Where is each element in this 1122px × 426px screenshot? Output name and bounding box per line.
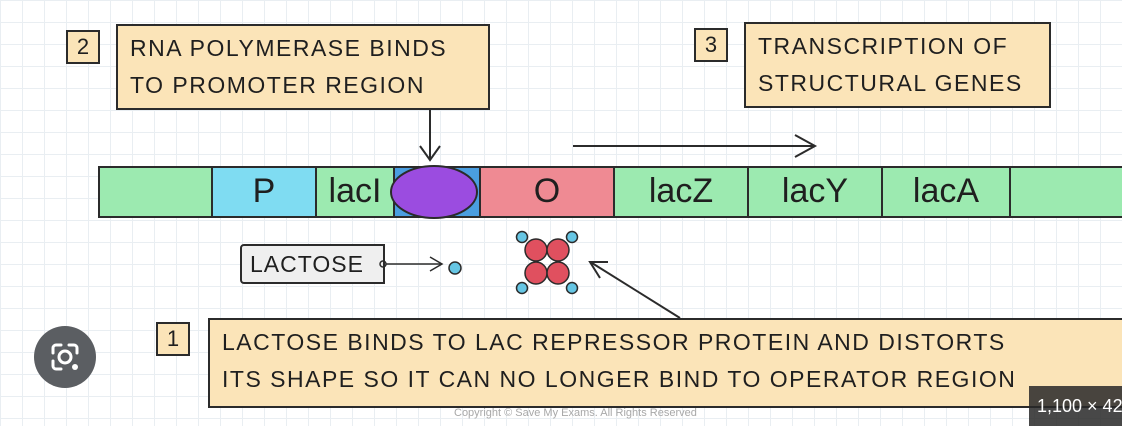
dna-segment-laci: lacI xyxy=(315,166,393,218)
copyright-notice: Copyright © Save My Exams. All Rights Re… xyxy=(454,407,697,419)
step-2-number: 2 xyxy=(66,30,100,64)
rna-polymerase-icon xyxy=(390,165,478,219)
step-1-line-2: ITS SHAPE SO IT CAN NO LONGER BIND TO OP… xyxy=(222,366,1017,392)
step-3-number: 3 xyxy=(694,28,728,62)
lactose-tag: LACTOSE xyxy=(240,244,385,284)
polymerase-pointer-arrow xyxy=(419,110,441,162)
step-1-line-1: LACTOSE BINDS TO LAC REPRESSOR PROTEIN A… xyxy=(222,329,1006,355)
repressor-protein-icon xyxy=(515,230,579,295)
step-2-line-1: RNA POLYMERASE BINDS xyxy=(130,35,448,61)
lactose-tag-arrow xyxy=(379,256,444,272)
step-2-label: RNA POLYMERASE BINDS TO PROMOTER REGION xyxy=(116,24,490,110)
dna-segment-lacz: lacZ xyxy=(613,166,747,218)
dna-segment-laca: lacA xyxy=(881,166,1009,218)
repressor-pointer-arrow xyxy=(588,261,681,319)
step-2-line-2: TO PROMOTER REGION xyxy=(130,72,425,98)
lactose-molecule-icon xyxy=(448,261,462,275)
step-1-label: LACTOSE BINDS TO LAC REPRESSOR PROTEIN A… xyxy=(208,318,1122,408)
dna-segment-upstream xyxy=(98,166,211,218)
step-3-line-1: TRANSCRIPTION OF xyxy=(758,33,1009,59)
dna-segment-operator: O xyxy=(479,166,613,218)
dna-segment-promoter: P xyxy=(211,166,315,218)
image-size-badge: 1,100 × 426 xyxy=(1029,386,1122,426)
dna-segment-downstream xyxy=(1009,166,1122,218)
transcription-arrow xyxy=(573,134,818,158)
google-lens-button[interactable] xyxy=(34,326,96,388)
step-1-number: 1 xyxy=(156,322,190,356)
google-lens-icon xyxy=(51,343,79,371)
step-3-line-2: STRUCTURAL GENES xyxy=(758,70,1023,96)
step-3-label: TRANSCRIPTION OF STRUCTURAL GENES xyxy=(744,22,1051,108)
dna-segment-lacy: lacY xyxy=(747,166,881,218)
